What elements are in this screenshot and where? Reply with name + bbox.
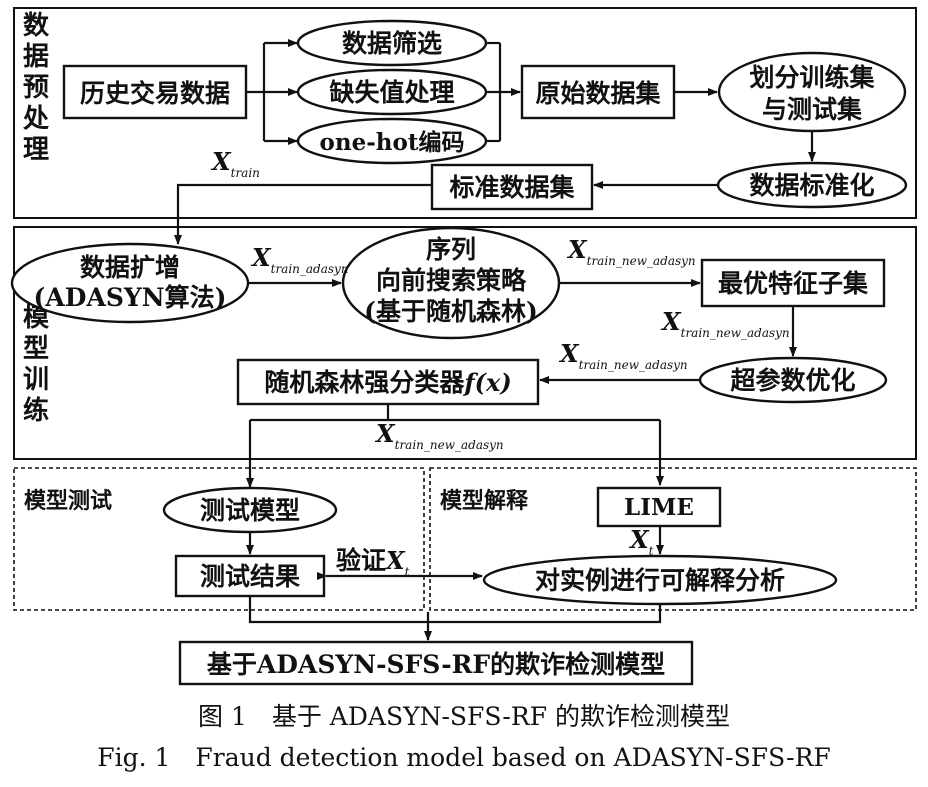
explain-frame: [429, 467, 917, 611]
training-label: 模型训练: [23, 303, 50, 426]
edge-instance-to-final: [428, 604, 662, 624]
standardize-label: 数据标准化: [749, 171, 874, 200]
std-dataset-box: [430, 163, 594, 211]
explain-label: 模型解释: [440, 488, 529, 514]
test-model-label: 测试模型: [200, 496, 300, 525]
std-dataset-label: 标准数据集: [449, 173, 575, 202]
best-subset-box: [700, 258, 886, 308]
onehot-label: one-hot编码: [320, 129, 465, 156]
x-train-label: Xtrain: [210, 147, 260, 180]
split-label-line1: 划分训练集: [749, 63, 875, 92]
edge-std-to-augment: [174, 183, 432, 245]
caption-en: Fig. 1 Fraud detection model based on AD…: [97, 743, 831, 772]
sfs-label-line2: 向前搜索策略: [376, 266, 527, 295]
sfs-label-line1: 序列: [426, 235, 476, 264]
lime-label: LIME: [624, 494, 694, 521]
testing-label: 模型测试: [24, 488, 112, 514]
final-model-box: [178, 640, 694, 686]
split-label-line2: 与测试集: [762, 95, 863, 124]
verify-xt-label: 验证Xt: [336, 546, 410, 579]
preprocess-frame: [13, 7, 917, 219]
preprocess-label: 数据预处理: [22, 11, 50, 165]
final-model-label: 基于ADASYN-SFS-RF的欺诈检测模型: [207, 650, 665, 679]
x-train-new-adasyn-label-2: Xtrain_new_adasyn: [660, 307, 790, 340]
filter-label: 数据筛选: [342, 29, 442, 58]
hyperparam-label: 超参数优化: [730, 366, 855, 395]
missing-label: 缺失值处理: [329, 78, 454, 107]
xt-label: Xt: [628, 525, 654, 558]
raw-dataset-label: 原始数据集: [535, 79, 661, 108]
best-subset-label: 最优特征子集: [718, 269, 869, 298]
augment-label-line1: 数据扩增: [80, 253, 180, 282]
history-data-box: [62, 64, 248, 120]
history-data-label: 历史交易数据: [80, 79, 230, 108]
instance-explain-label: 对实例进行可解释分析: [535, 566, 785, 595]
augment-label-line2: (ADASYN算法): [34, 283, 227, 312]
x-train-new-adasyn-label-4: Xtrain_new_adasyn: [374, 419, 504, 452]
test-result-label: 测试结果: [200, 562, 300, 591]
x-train-adasyn-label: Xtrain_adasyn: [250, 243, 349, 276]
training-frame: [13, 226, 917, 460]
rf-classifier-label: 随机森林强分类器f(x): [264, 368, 511, 397]
caption-zh: 图 1 基于 ADASYN-SFS-RF 的欺诈检测模型: [198, 702, 730, 731]
testing-frame: [13, 467, 425, 611]
x-train-new-adasyn-label-1: Xtrain_new_adasyn: [566, 235, 696, 268]
x-train-new-adasyn-label-3: Xtrain_new_adasyn: [558, 339, 688, 372]
edge-result-to-final: [248, 596, 428, 624]
sfs-label-line3: (基于随机森林): [364, 297, 538, 326]
